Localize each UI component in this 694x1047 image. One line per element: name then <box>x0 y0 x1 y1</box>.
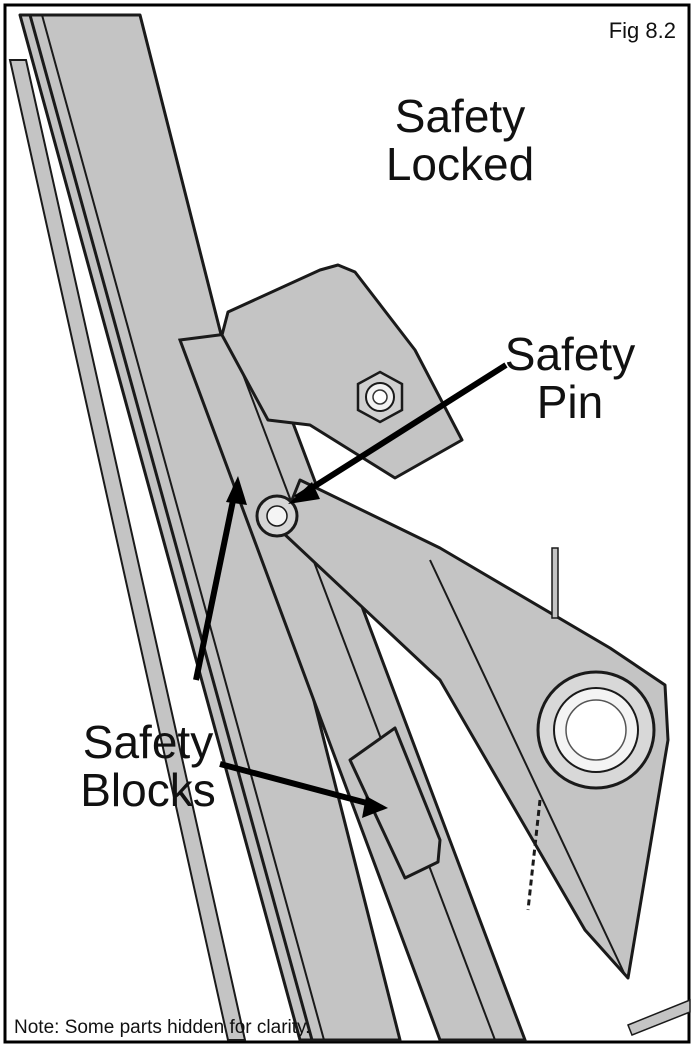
state-label-line1: Safety <box>394 90 526 142</box>
state-label: Safety Locked <box>360 92 560 189</box>
pin-arrow-head <box>288 482 320 504</box>
upper-peg <box>551 547 559 619</box>
hex-nut-center <box>372 389 388 405</box>
lower-rail <box>8 59 247 1041</box>
state-label-line2: Locked <box>385 138 535 191</box>
lever-bolt-center <box>565 699 627 761</box>
block-arrow-upper <box>193 485 239 681</box>
footnote: Note: Some parts hidden for clarity. <box>14 1017 311 1038</box>
lever-arm <box>278 478 670 980</box>
blocks-label: Safety Blocks <box>48 718 248 815</box>
pin-arrow <box>294 362 508 501</box>
block-arrow-lower-head <box>362 796 388 818</box>
blocks-label-line2: Blocks <box>80 764 216 817</box>
safety-pin-center <box>266 505 288 527</box>
rail-edge-line <box>28 14 314 1041</box>
bottom-rod <box>627 998 691 1036</box>
pin-label-line2: Pin <box>536 376 604 429</box>
block-arrow-lower <box>219 761 379 809</box>
safety-latch-plate <box>220 263 464 480</box>
block-arrow-upper-head <box>226 476 247 505</box>
safety-block <box>348 726 442 880</box>
pin-label: Safety Pin <box>470 330 670 427</box>
pin-label-line1: Safety <box>504 328 636 380</box>
channel-edge-line <box>229 339 496 1041</box>
lever-fold-line <box>429 559 626 976</box>
blocks-label-line1: Safety <box>82 716 214 768</box>
rail-edge-line <box>41 14 325 1041</box>
spring-line <box>526 799 542 911</box>
figure-number: Fig 8.2 <box>608 18 676 43</box>
